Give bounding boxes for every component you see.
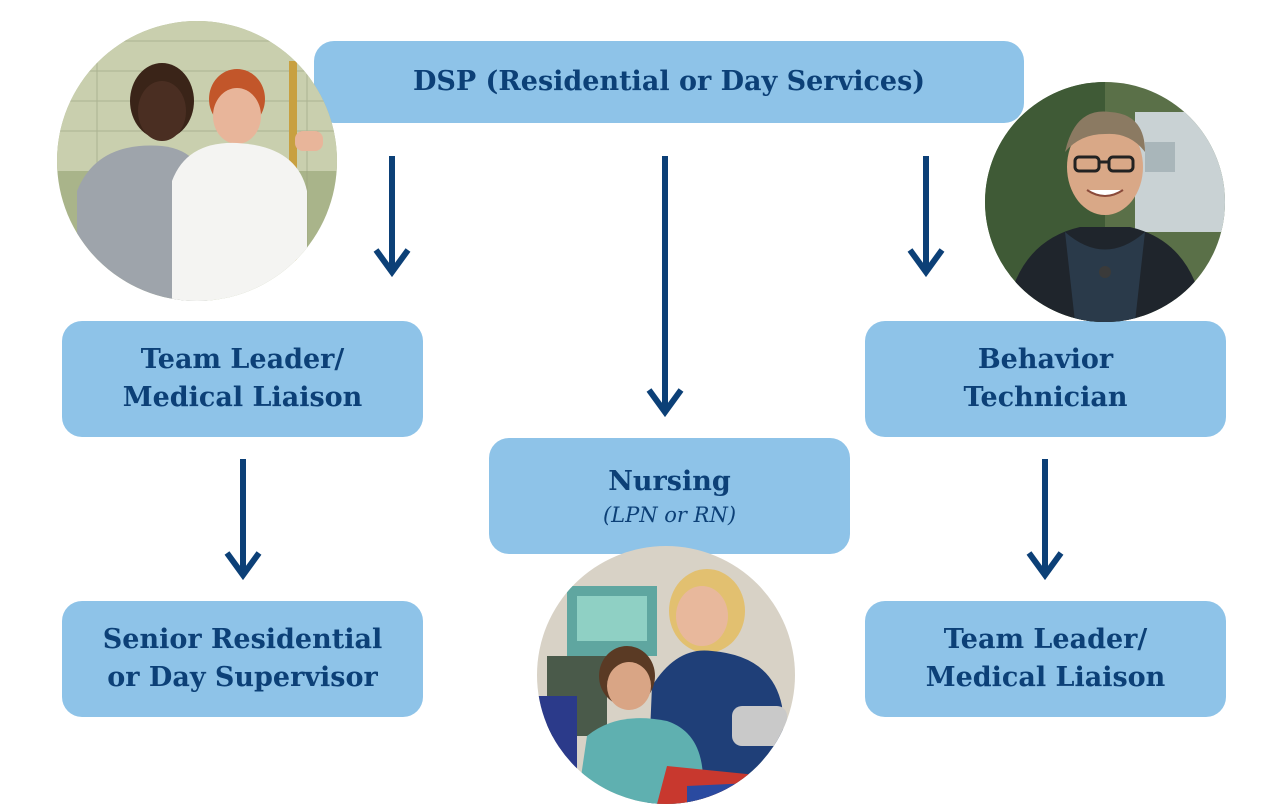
team-leader-left-node: Team Leader/ Medical Liaison: [62, 321, 423, 437]
team-leader-left-line-2: Medical Liaison: [122, 382, 363, 413]
nurse-and-patient-photo: [537, 546, 795, 804]
nursing-note: (LPN or RN): [602, 503, 737, 527]
man-with-glasses-photo: [985, 82, 1225, 322]
senior-supervisor-line-2: or Day Supervisor: [107, 662, 378, 693]
dsp-node: DSP (Residential or Day Services): [314, 41, 1024, 123]
behavior-technician-node: Behavior Technician: [865, 321, 1226, 437]
senior-supervisor-line-1: Senior Residential: [102, 624, 383, 655]
senior-supervisor-node: Senior Residential or Day Supervisor: [62, 601, 423, 717]
team-leader-right-line-2: Medical Liaison: [925, 662, 1166, 693]
nursing-node: Nursing (LPN or RN): [489, 438, 850, 554]
two-people-photo: [57, 21, 337, 301]
team-leader-right-node: Team Leader/ Medical Liaison: [865, 601, 1226, 717]
arrow-dsp-to-team-leader: [373, 156, 411, 278]
team-leader-right-line-1: Team Leader/: [943, 624, 1148, 655]
behavior-technician-line-2: Technician: [963, 382, 1128, 413]
team-leader-left-line-1: Team Leader/: [140, 344, 345, 375]
arrow-dsp-to-behavior-technician: [907, 156, 945, 278]
arrow-behavior-technician-to-team-leader: [1026, 459, 1064, 581]
arrow-team-leader-to-senior-supervisor: [224, 459, 262, 581]
nursing-label: Nursing: [608, 466, 731, 497]
arrow-dsp-to-nursing: [646, 156, 684, 418]
behavior-technician-line-1: Behavior: [977, 344, 1114, 375]
dsp-label: DSP (Residential or Day Services): [412, 66, 926, 97]
